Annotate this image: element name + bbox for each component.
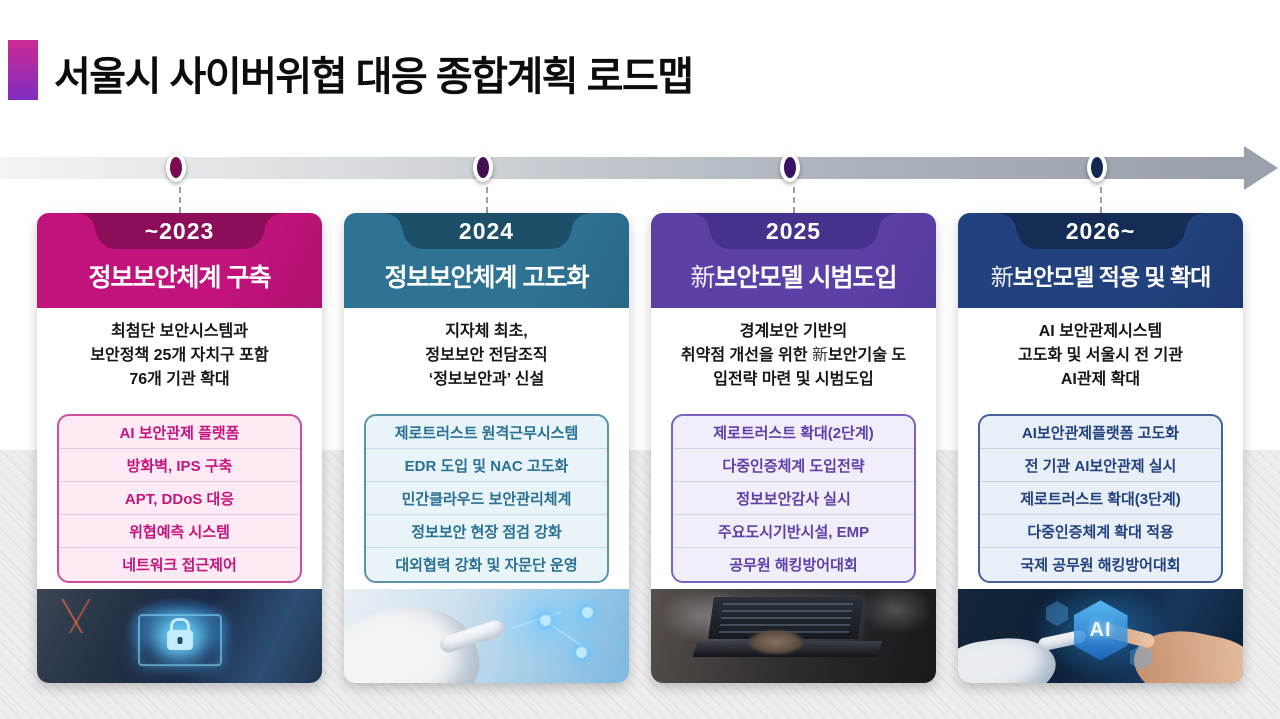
- phase-title: 정보보안체계 구축: [88, 264, 272, 292]
- year-tab: ~2023: [77, 213, 282, 249]
- timeline-connector: [486, 187, 488, 213]
- list-item: 제로트러스트 확대(3단계): [980, 482, 1221, 515]
- year-label: 2025: [765, 217, 822, 244]
- list-item: 위협예측 시스템: [59, 515, 300, 548]
- list-item: 민간클라우드 보안관리체계: [366, 482, 607, 515]
- list-item: 국제 공무원 해킹방어대회: [1020, 557, 1181, 574]
- timeline-dot-2024: [473, 153, 493, 182]
- timeline-connector: [179, 187, 181, 213]
- description-line: 입전략 마련 및 시범도입: [713, 371, 874, 388]
- list-item: 제로트러스트 원격근무시스템: [366, 416, 607, 449]
- description-line: 경계보안 기반의: [739, 323, 848, 340]
- phase-description: AI 보안관제시스템 고도화 및 서울시 전 기관 AI관제 확대: [958, 308, 1243, 404]
- ai-hexagon-label: AI: [1073, 600, 1128, 661]
- list-item: APT, DDoS 대응: [59, 482, 300, 515]
- photo-ai-hexagon-hands: AI: [958, 589, 1243, 683]
- list-item: AI보안관제플랫폼 고도화: [980, 416, 1221, 449]
- phase-description: 최첨단 보안시스템과 보안정책 25개 자치구 포함 76개 기관 확대: [37, 308, 322, 404]
- timeline-connector: [1100, 187, 1102, 213]
- timeline-dot-2025: [780, 153, 800, 182]
- network-node: [576, 647, 587, 658]
- typing-hand: [747, 629, 805, 655]
- phase-header: ~2023 정보보안체계 구축: [37, 213, 322, 308]
- list-item: 방화벽, IPS 구축: [59, 449, 300, 482]
- description-line: ‘정보보안과’ 신설: [428, 371, 545, 388]
- phase-title: 新보안모델 적용 및 확대: [990, 264, 1212, 290]
- description-line: 지자체 최초,: [445, 323, 528, 340]
- list-item: 다중인증체계 도입전략: [673, 449, 914, 482]
- page-title: 서울시 사이버위협 대응 종합계획 로드맵: [54, 55, 694, 99]
- title-accent-bar: [8, 40, 38, 100]
- photo-circuit-board-lock: [37, 589, 322, 683]
- list-item: 네트워크 접근제어: [122, 557, 237, 574]
- year-label: 2026~: [1065, 217, 1136, 244]
- description-line: 보안정책 25개 자치구 포함: [90, 347, 269, 364]
- description-line: 76개 기관 확대: [129, 371, 230, 388]
- circuit-accent-lines: [47, 599, 103, 633]
- timeline-bar: [0, 157, 1244, 179]
- network-node: [582, 607, 593, 618]
- task-list: AI 보안관제 플랫폼 방화벽, IPS 구축 APT, DDoS 대응 위협예…: [57, 414, 302, 583]
- list-item: AI 보안관제 플랫폼: [59, 416, 300, 449]
- list-item: 제로트러스트 확대(2단계): [673, 416, 914, 449]
- task-list: 제로트러스트 원격근무시스템 EDR 도입 및 NAC 고도화 민간클라우드 보…: [364, 414, 609, 583]
- phase-header: 2026~ 新보안모델 적용 및 확대: [958, 213, 1243, 308]
- description-line: 취약점 개선을 위한 新보안기술 도: [680, 347, 907, 364]
- network-node: [540, 615, 551, 626]
- timeline-dot-2023: [166, 153, 186, 182]
- timeline-arrowhead-icon: [1244, 146, 1278, 190]
- phase-card-2024: 2024 정보보안체계 고도화 지자체 최초, 정보보안 전담조직 ‘정보보안과…: [344, 213, 629, 683]
- list-item: 다중인증체계 확대 적용: [980, 515, 1221, 548]
- phase-description: 지자체 최초, 정보보안 전담조직 ‘정보보안과’ 신설: [344, 308, 629, 404]
- list-item: 대외협력 강화 및 자문단 운영: [395, 557, 578, 574]
- list-item: 전 기관 AI보안관제 실시: [980, 449, 1221, 482]
- phase-title: 정보보안체계 고도화: [384, 264, 590, 292]
- year-tab: 2024: [384, 213, 589, 249]
- chip-platform: [137, 614, 222, 667]
- hanja-new-char: 新: [690, 265, 716, 292]
- description-line: 최첨단 보안시스템과: [111, 323, 248, 340]
- task-list: 제로트러스트 확대(2단계) 다중인증체계 도입전략 정보보안감사 실시 주요도…: [671, 414, 916, 583]
- hexagon-decor: [1046, 601, 1068, 626]
- photo-hands-typing-laptop: [651, 589, 936, 683]
- year-tab: 2026~: [998, 213, 1203, 249]
- lock-icon: [166, 630, 193, 650]
- list-item: 주요도시기반시설, EMP: [673, 515, 914, 548]
- list-item: 공무원 해킹방어대회: [729, 557, 858, 574]
- timeline-connector: [793, 187, 795, 213]
- timeline-dot-2026: [1087, 153, 1107, 182]
- year-label: ~2023: [144, 217, 215, 244]
- phase-card-2026: 2026~ 新보안모델 적용 및 확대 AI 보안관제시스템 고도화 및 서울시…: [958, 213, 1243, 683]
- list-item: EDR 도입 및 NAC 고도화: [366, 449, 607, 482]
- task-list: AI보안관제플랫폼 고도화 전 기관 AI보안관제 실시 제로트러스트 확대(3…: [978, 414, 1223, 583]
- description-line: AI 보안관제시스템: [1038, 323, 1163, 340]
- list-item: 정보보안감사 실시: [673, 482, 914, 515]
- hanja-new-char: 新: [812, 347, 829, 364]
- description-line: AI관제 확대: [1060, 371, 1141, 388]
- list-item: 정보보안 현장 점검 강화: [366, 515, 607, 548]
- phase-header: 2025 新보안모델 시범도입: [651, 213, 936, 308]
- photo-robot-hand-network: [344, 589, 629, 683]
- hexagon-decor: [1130, 645, 1152, 670]
- phase-description: 경계보안 기반의 취약점 개선을 위한 新보안기술 도 입전략 마련 및 시범도…: [651, 308, 936, 404]
- year-tab: 2025: [691, 213, 896, 249]
- phase-card-2025: 2025 新보안모델 시범도입 경계보안 기반의 취약점 개선을 위한 新보안기…: [651, 213, 936, 683]
- phase-card-2023: ~2023 정보보안체계 구축 최첨단 보안시스템과 보안정책 25개 자치구 …: [37, 213, 322, 683]
- phase-header: 2024 정보보안체계 고도화: [344, 213, 629, 308]
- year-label: 2024: [458, 217, 515, 244]
- description-line: 고도화 및 서울시 전 기관: [1018, 347, 1183, 364]
- phase-title: 新보안모델 시범도입: [690, 264, 898, 292]
- description-line: 정보보안 전담조직: [425, 347, 548, 364]
- hanja-new-char: 新: [990, 265, 1014, 290]
